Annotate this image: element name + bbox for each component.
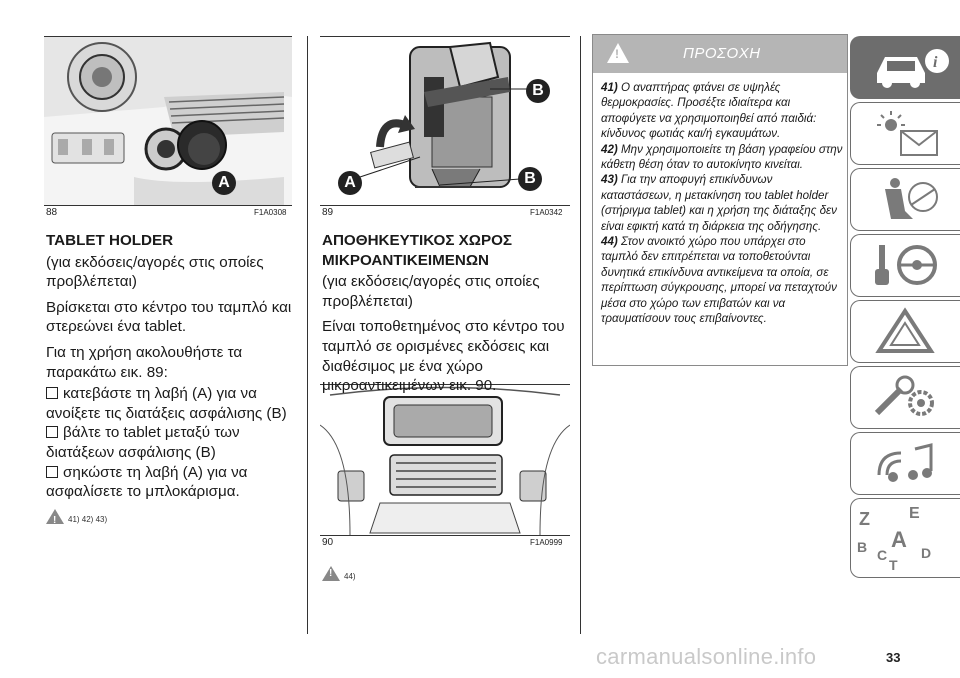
seat-airbag-icon [885, 178, 938, 219]
step-text: κατεβάστε τη λαβή (A) για να ανοίξετε τι… [46, 385, 287, 422]
step-text: βάλτε το tablet μεταξύ των διατάξεων ασφ… [46, 424, 240, 461]
tab-multimedia[interactable] [850, 432, 960, 495]
availability-note: (για εκδόσεις/αγορές στις οποίες προβλέπ… [46, 253, 264, 291]
warning-header: ! ΠΡΟΣΟΧΗ [593, 35, 847, 73]
instructions-intro: Για τη χρήση ακολουθήστε τα παρακάτω εικ… [46, 343, 243, 381]
tab-starting-driving[interactable] [850, 234, 960, 297]
warning-item-text: Ο αναπτήρας φτάνει σε υψηλές θερμοκρασίε… [601, 81, 817, 141]
description: Είναι τοποθετημένος στο κέντρο του ταμπλ… [322, 318, 565, 395]
figure-number: 90 [322, 537, 334, 548]
checkbox-bullet-icon [46, 387, 58, 400]
warning-item-text: Για την αποφυγή επικίνδυνων καταστάσεων,… [601, 173, 837, 233]
figure-code: F1A0342 [530, 208, 563, 217]
warning-triangle-icon [322, 566, 340, 581]
section-title: ΑΠΟΘΗΚΕΥΤΙΚΟΣ ΧΩΡΟΣ ΜΙΚΡΟΑΝΤΙΚΕΙΜΕΝΩΝ [322, 232, 513, 269]
index-letter: T [889, 557, 898, 573]
step-item: σηκώστε τη λαβή (A) για να ασφαλίσετε το… [46, 463, 296, 502]
section-title: TABLET HOLDER [46, 232, 174, 249]
index-letter: B [857, 539, 868, 555]
warning-lights-message-icon [877, 111, 938, 156]
warning-item-number: 42) [601, 142, 618, 156]
warning-body: 41) Ο αναπτήρας φτάνει σε υψηλές θερμοκρ… [601, 80, 843, 327]
warning-reference: 41) 42) 43) [46, 508, 296, 530]
step-item: βάλτε το tablet μεταξύ των διατάξεων ασφ… [46, 423, 296, 462]
callout-b-top: B [526, 79, 550, 103]
warning-triangle-icon [46, 508, 64, 530]
column-divider [307, 36, 308, 634]
warning-item-number: 44) [601, 235, 618, 249]
checkbox-bullet-icon [46, 426, 58, 439]
index-letter: Z [859, 509, 870, 529]
step-text: σηκώστε τη λαβή (A) για να ασφαλίσετε το… [46, 463, 248, 501]
warning-item-number: 41) [601, 81, 618, 94]
column-2: ΑΠΟΘΗΚΕΥΤΙΚΟΣ ΧΩΡΟΣ ΜΙΚΡΟΑΝΤΙΚΕΙΜΕΝΩΝ (γ… [322, 231, 572, 396]
column-divider [580, 36, 581, 634]
watermark: carmanualsonline.info [596, 644, 817, 669]
tab-car-info[interactable]: i [850, 36, 960, 99]
key-steering-wheel-icon [875, 245, 937, 285]
tab-index[interactable]: Z E A B C T D [850, 498, 960, 578]
tab-maintenance[interactable] [850, 366, 960, 429]
warning-box: ! ΠΡΟΣΟΧΗ 41) Ο αναπτήρας φτάνει σε υψηλ… [592, 34, 848, 366]
warning-reference: 44) [322, 566, 356, 583]
tab-safety[interactable] [850, 168, 960, 231]
warning-item-number: 43) [601, 173, 618, 187]
checkbox-bullet-icon [46, 465, 58, 478]
index-letter: A [891, 527, 907, 552]
emergency-triangle-icon [875, 307, 935, 353]
figure-88: A [44, 36, 292, 206]
warning-item: 41) Ο αναπτήρας φτάνει σε υψηλές θερμοκρ… [601, 80, 843, 142]
svg-text:i: i [933, 54, 938, 71]
warning-heading: ΠΡΟΣΟΧΗ [683, 45, 761, 62]
availability-note: (για εκδόσεις/αγορές στις οποίες προβλέπ… [322, 273, 540, 310]
warning-refs: 44) [344, 572, 356, 581]
figure-code: F1A0999 [530, 538, 563, 547]
dashboard-lighter-illustration [44, 37, 292, 205]
figure-number: 89 [322, 207, 334, 218]
warning-item-text: Στον ανοικτό χώρο που υπάρχει στο ταμπλό… [601, 235, 837, 326]
figure-number: 88 [46, 207, 58, 218]
callout-a: A [212, 171, 236, 195]
index-letter: E [909, 505, 920, 522]
warning-item: 44) Στον ανοικτό χώρο που υπάρχει στο τα… [601, 234, 843, 326]
warning-item-text: Μην χρησιμοποιείτε τη βάση γραφείου στην… [601, 142, 843, 172]
warning-triangle-icon [607, 43, 629, 63]
index-letter: C [877, 547, 888, 563]
figure-code: F1A0308 [254, 208, 287, 217]
tab-warning-lights[interactable] [850, 102, 960, 165]
storage-compartment-illustration [320, 385, 570, 535]
step-item: κατεβάστε τη λαβή (A) για να ανοίξετε τι… [46, 384, 296, 423]
callout-a: A [338, 171, 362, 195]
warning-item: 43) Για την αποφυγή επικίνδυνων καταστάσ… [601, 172, 843, 234]
column-1: TABLET HOLDER (για εκδόσεις/αγορές στις … [46, 231, 296, 530]
figure-89: B A B [320, 36, 570, 206]
satellite-music-icon [877, 443, 933, 482]
warning-exclamation: ! [615, 47, 619, 61]
description: Βρίσκεται στο κέντρο του ταμπλό και στερ… [46, 298, 292, 336]
alphabetical-index-icon: Z E A B C T D [851, 499, 960, 579]
car-info-icon: i [877, 49, 949, 88]
index-letter: D [921, 545, 932, 561]
figure-90 [320, 384, 570, 536]
page-number: 33 [886, 650, 901, 665]
tab-emergency[interactable] [850, 300, 960, 363]
warning-refs: 41) 42) 43) [68, 514, 108, 524]
warning-item: 42) Μην χρησιμοποιείτε τη βάση γραφείου … [601, 142, 843, 173]
wrench-gears-icon [874, 375, 934, 416]
callout-b-bottom: B [518, 167, 542, 191]
